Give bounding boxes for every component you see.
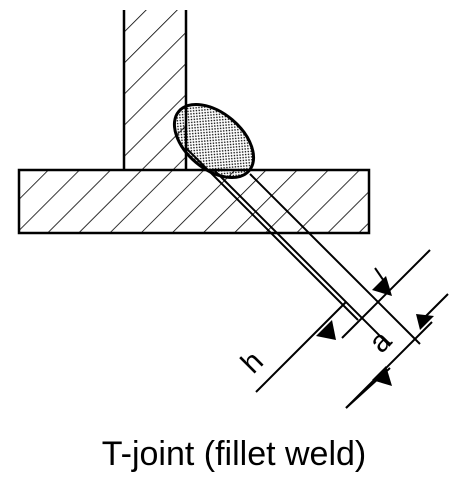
dimension-h-label: h: [235, 345, 270, 380]
dimension-a: [341, 249, 449, 409]
dimension-h: [255, 301, 392, 409]
t-joint-diagram: a h: [17, 10, 449, 409]
weld-axis-lines: [185, 147, 421, 347]
dimension-a-label: a: [363, 324, 398, 359]
web-plate: [122, 10, 188, 170]
base-plate: [17, 168, 371, 235]
fillet-weld-bead: [172, 102, 256, 180]
figure-caption: T-joint (fillet weld): [101, 435, 367, 473]
